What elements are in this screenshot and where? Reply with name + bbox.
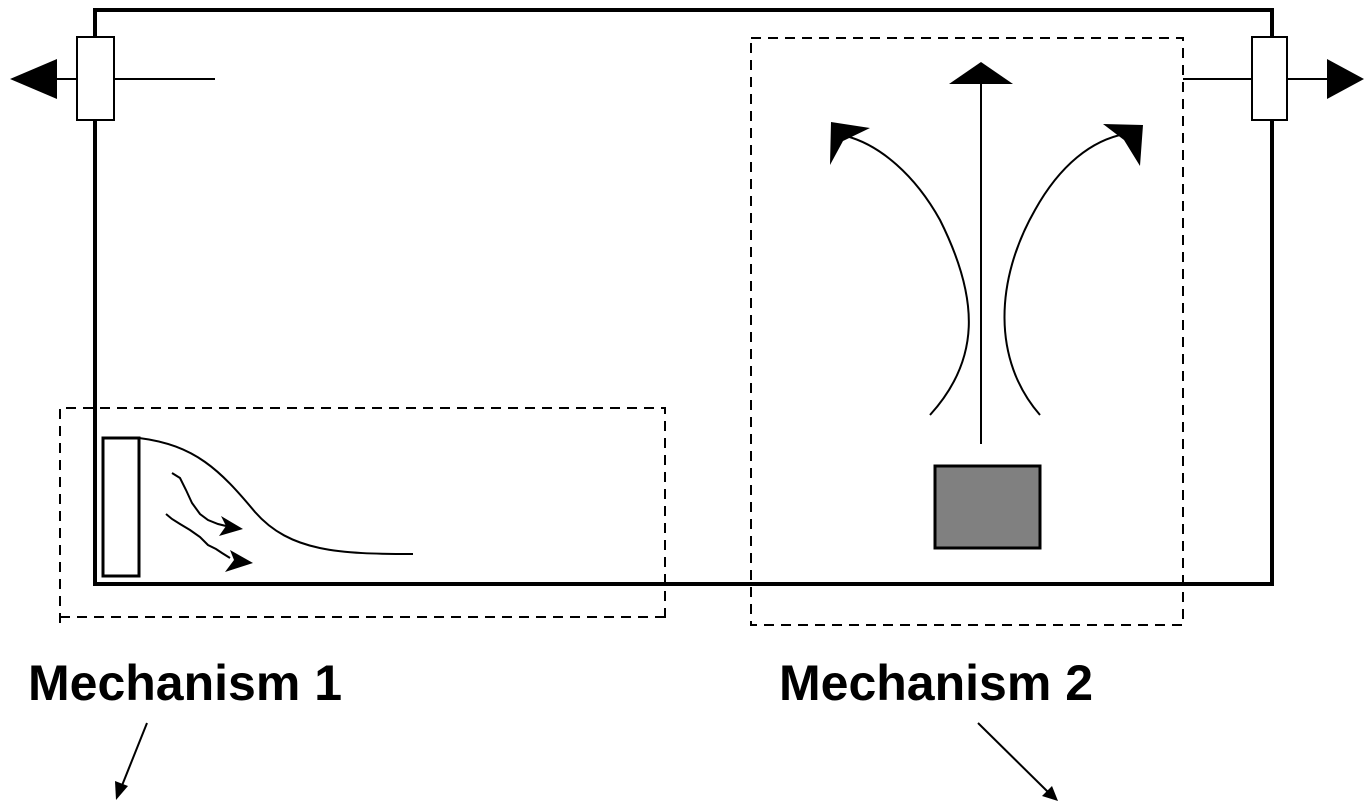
flow-arrowhead-upper bbox=[219, 516, 243, 536]
plume-center-arrowhead bbox=[949, 62, 1013, 84]
mechanism-1-label: Mechanism 1 bbox=[28, 655, 342, 711]
mechanism-1-pointer-arrowhead bbox=[115, 781, 128, 800]
plume-left-arrowhead bbox=[830, 122, 870, 165]
left-outflow-arrowhead bbox=[10, 59, 57, 99]
left-vent-box bbox=[76, 36, 115, 121]
mechanism-2-region bbox=[750, 37, 1184, 626]
right-outflow-arrowhead bbox=[1327, 59, 1364, 99]
plume-left-curve bbox=[845, 135, 970, 416]
mechanism-1-dashed-box bbox=[59, 407, 666, 623]
flow-line-lower bbox=[165, 513, 231, 559]
plume-right-arrowhead bbox=[1103, 124, 1143, 166]
right-vent-box bbox=[1251, 36, 1288, 121]
mechanism-2-label: Mechanism 2 bbox=[779, 655, 1093, 711]
plume-boundary-curve bbox=[138, 437, 414, 555]
left-opening bbox=[10, 36, 215, 121]
wall-heater bbox=[101, 436, 141, 578]
flow-arrowhead-lower bbox=[225, 550, 253, 572]
mechanism-2-pointer bbox=[977, 722, 1058, 801]
plume-right-curve bbox=[1003, 133, 1126, 416]
flow-line-upper bbox=[171, 472, 227, 527]
mechanism-2-pointer-arrowhead bbox=[1042, 786, 1058, 801]
mechanism-1-pointer bbox=[115, 722, 148, 800]
right-opening bbox=[1183, 36, 1364, 121]
heat-source bbox=[933, 464, 1042, 550]
mechanism-1-region bbox=[59, 407, 666, 623]
room-outline bbox=[93, 8, 1274, 586]
